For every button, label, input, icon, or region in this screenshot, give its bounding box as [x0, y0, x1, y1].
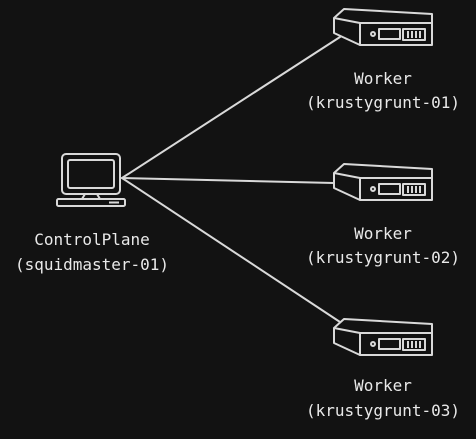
worker-03-label: Worker (krustygrunt-03) — [306, 376, 460, 420]
server-icon — [333, 318, 433, 356]
connections — [121, 36, 341, 323]
worker-02-label: Worker (krustygrunt-02) — [306, 224, 460, 267]
server-icon — [333, 8, 433, 46]
worker-01-label: Worker (krustygrunt-01) — [306, 69, 460, 112]
connector-control-to-worker-01 — [121, 36, 341, 179]
worker-02-role: Worker — [354, 224, 412, 243]
worker-03-hostname: (krustygrunt-03) — [306, 401, 460, 420]
server-icon — [333, 163, 433, 201]
worker-01-role: Worker — [354, 69, 412, 88]
worker-02-hostname: (krustygrunt-02) — [306, 248, 460, 267]
control-plane-hostname: (squidmaster-01) — [15, 255, 169, 274]
connector-control-to-worker-03 — [121, 177, 341, 323]
connector-control-to-worker-02 — [121, 177, 335, 184]
worker-01-hostname: (krustygrunt-01) — [306, 93, 460, 112]
computer-icon — [56, 153, 126, 207]
control-plane-role: ControlPlane — [34, 230, 150, 249]
worker-03-role: Worker — [354, 376, 412, 395]
control-plane-label: ControlPlane (squidmaster-01) — [15, 230, 169, 274]
